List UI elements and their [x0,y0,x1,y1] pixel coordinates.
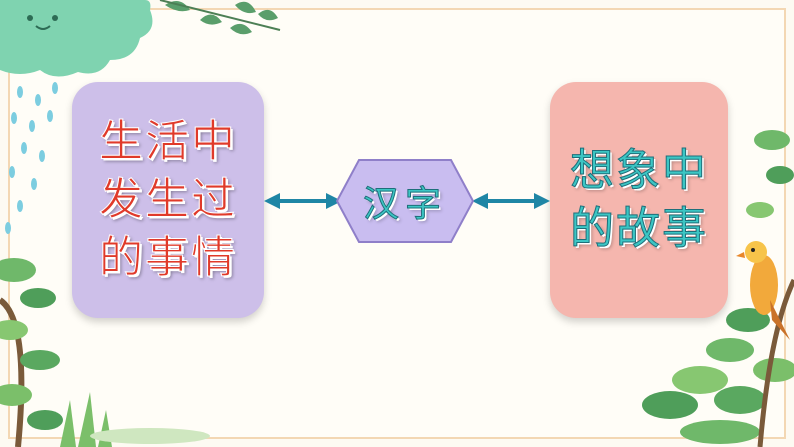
left-line-3: 的事情 [99,232,237,284]
center-hexagon [335,159,475,243]
right-double-arrow [472,193,550,209]
left-double-arrow [264,193,342,209]
left-concept-text: 生活中 发生过 的事情 [72,82,264,318]
bird-icon [736,241,790,340]
left-line-2: 发生过 [99,174,237,226]
leaves-icon [159,0,281,35]
cloud-icon [0,0,153,77]
left-concept-box: 生活中 发生过 的事情 [72,82,264,318]
tree-branch-icon [0,258,63,447]
right-concept-box: 想象中 的故事 [550,82,728,318]
grass-icon [60,392,210,447]
raindrops-icon [5,82,58,234]
right-line-2: 的故事 [570,203,708,255]
left-line-1: 生活中 [99,116,237,168]
leaves-icon [642,130,794,447]
right-line-1: 想象中 [570,145,708,197]
right-concept-text: 想象中 的故事 [550,82,728,318]
center-label: 汉字 [362,184,447,226]
